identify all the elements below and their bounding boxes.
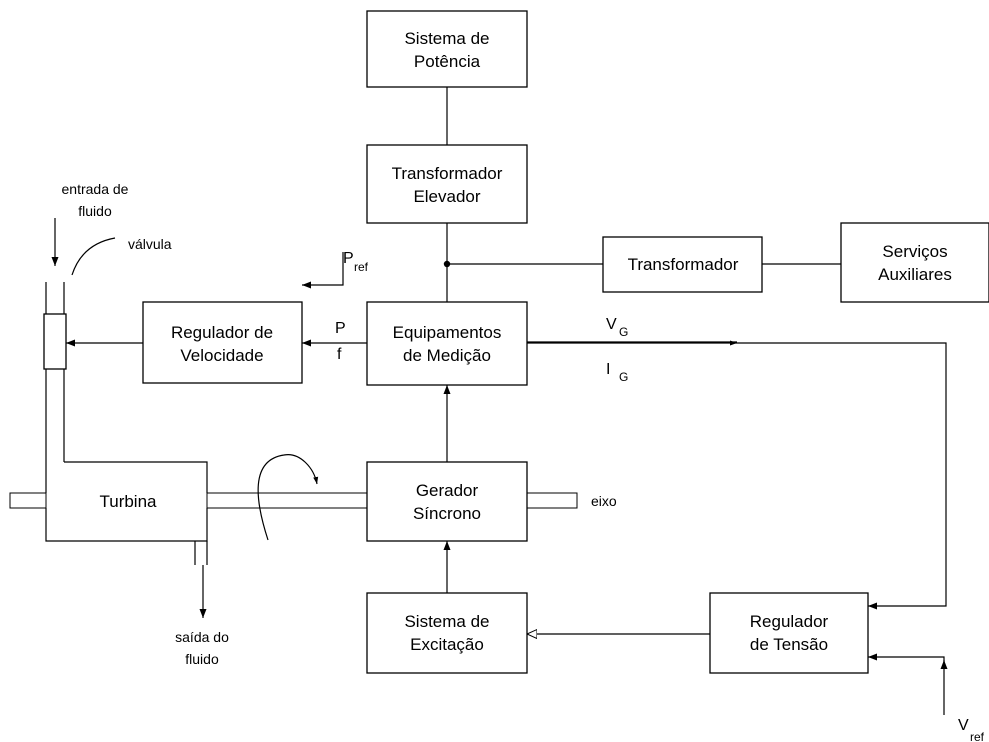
svg-text:V: V: [606, 316, 617, 333]
svg-text:Síncrono: Síncrono: [413, 504, 481, 523]
block-equipamentos-medicao: Equipamentos de Medição: [366, 301, 528, 386]
svg-text:V: V: [958, 717, 969, 734]
svg-text:de Tensão: de Tensão: [750, 635, 828, 654]
block-transformador: Transformador: [602, 236, 763, 293]
svg-text:Transformador: Transformador: [628, 255, 739, 274]
block-regulador-velocidade: Regulador de Velocidade: [142, 301, 303, 384]
svg-text:de Medição: de Medição: [403, 346, 491, 365]
svg-text:I: I: [606, 361, 610, 378]
svg-text:Gerador: Gerador: [416, 481, 479, 500]
block-regulador-tensao: Regulador de Tensão: [709, 592, 869, 674]
svg-text:Serviços: Serviços: [882, 242, 947, 261]
svg-text:Sistema de: Sistema de: [404, 29, 489, 48]
svg-text:P: P: [343, 250, 354, 267]
svg-text:Excitação: Excitação: [410, 635, 484, 654]
svg-text:Regulador de: Regulador de: [171, 323, 273, 342]
svg-text:ref: ref: [354, 260, 369, 274]
valve-pointer: [71, 237, 116, 276]
svg-text:G: G: [619, 370, 628, 384]
label-p-ref: P ref: [343, 250, 369, 274]
svg-text:Auxiliares: Auxiliares: [878, 265, 952, 284]
svg-text:Regulador: Regulador: [750, 612, 829, 631]
label-saida-fluido-2: fluido: [185, 651, 219, 667]
block-transformador-elevador: Transformador Elevador: [366, 144, 528, 224]
svg-text:ref: ref: [970, 730, 985, 742]
connection-lines: [66, 87, 948, 715]
label-v-g: V G: [606, 316, 628, 339]
svg-text:Transformador: Transformador: [392, 164, 503, 183]
svg-text:Equipamentos: Equipamentos: [393, 323, 502, 342]
label-eixo: eixo: [591, 493, 617, 509]
label-entrada-fluido-1: entrada de: [62, 181, 129, 197]
block-sistema-excitacao: Sistema de Excitação: [366, 592, 528, 674]
turbine-pipe: [43, 282, 208, 565]
block-gerador-sincrono: Gerador Síncrono: [366, 461, 528, 542]
rotation-arrow-icon: [257, 454, 319, 541]
label-entrada-fluido-2: fluido: [78, 203, 112, 219]
svg-text:G: G: [619, 325, 628, 339]
svg-text:Sistema de: Sistema de: [404, 612, 489, 631]
svg-text:Elevador: Elevador: [413, 187, 480, 206]
label-p: P: [335, 320, 346, 337]
block-servicos-auxiliares: Serviços Auxiliares: [840, 222, 989, 303]
svg-text:Velocidade: Velocidade: [180, 346, 263, 365]
label-valvula: válvula: [128, 236, 172, 252]
block-sistema-potencia: Sistema de Potência: [366, 10, 528, 88]
label-i-g: I G: [606, 361, 628, 384]
label-f: f: [337, 346, 342, 363]
label-saida-fluido-1: saída do: [175, 629, 229, 645]
svg-text:Potência: Potência: [414, 52, 481, 71]
valve: [43, 313, 67, 370]
label-v-ref: V ref: [958, 717, 985, 742]
turbine-label: Turbina: [99, 492, 157, 511]
